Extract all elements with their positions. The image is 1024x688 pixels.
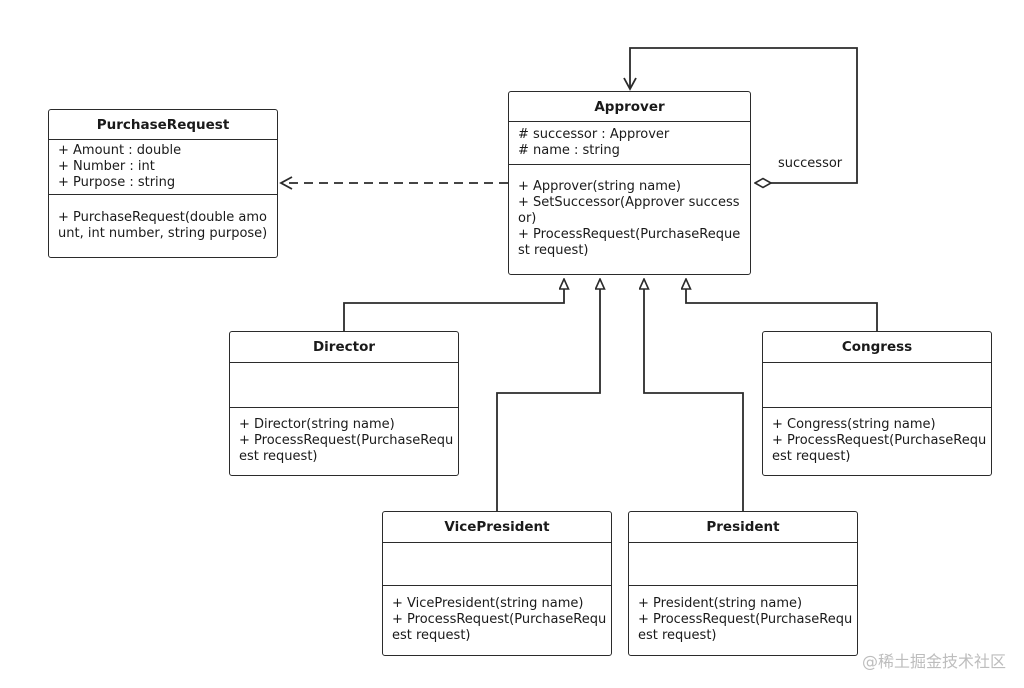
- operation: + ProcessRequest(PurchaseRequest request…: [239, 432, 454, 464]
- class-name: PurchaseRequest: [49, 110, 277, 140]
- operation: + PurchaseRequest(double amount, int num…: [58, 209, 268, 241]
- operation: + Director(string name): [239, 416, 395, 432]
- class-name: Approver: [509, 92, 750, 122]
- operation: + ProcessRequest(PurchaseRequest request…: [518, 226, 741, 258]
- operation: + Congress(string name): [772, 416, 936, 432]
- operations-section: + President(string name) + ProcessReques…: [629, 585, 857, 653]
- class-name: Director: [230, 332, 458, 363]
- class-vicepresident[interactable]: VicePresident + VicePresident(string nam…: [382, 511, 612, 656]
- operations-section: + Approver(string name) + SetSuccessor(A…: [509, 164, 750, 272]
- operation: + Approver(string name): [518, 178, 681, 194]
- attribute: + Amount : double: [58, 143, 182, 158]
- attributes-section: # successor : Approver # name : string: [509, 122, 750, 164]
- operation: + ProcessRequest(PurchaseRequest request…: [392, 611, 607, 643]
- class-name: Congress: [763, 332, 991, 363]
- successor-label: successor: [778, 156, 843, 171]
- attribute: # name : string: [518, 143, 620, 158]
- operations-section: + VicePresident(string name) + ProcessRe…: [383, 585, 611, 653]
- attributes-section: [629, 543, 857, 585]
- watermark: @稀土掘金技术社区: [861, 652, 1006, 671]
- operations-section: + Director(string name) + ProcessRequest…: [230, 407, 458, 473]
- operation: + President(string name): [638, 595, 803, 611]
- attribute: + Number : int: [58, 159, 155, 174]
- class-president[interactable]: President + President(string name) + Pro…: [628, 511, 858, 656]
- attributes-section: + Amount : double + Number : int + Purpo…: [49, 140, 277, 194]
- attribute: # successor : Approver: [518, 127, 670, 142]
- generalization-vicepresident: [496, 279, 600, 511]
- generalization-director: [343, 279, 564, 331]
- attribute: + Purpose : string: [58, 175, 176, 190]
- successor-association: [630, 47, 858, 183]
- attributes-section: [383, 543, 611, 585]
- class-name: President: [629, 512, 857, 543]
- attributes-section: [230, 363, 458, 407]
- class-congress[interactable]: Congress + Congress(string name) + Proce…: [762, 331, 992, 476]
- operation: + SetSuccessor(Approver successor): [518, 194, 740, 226]
- generalization-congress: [686, 279, 878, 331]
- operation: + VicePresident(string name): [392, 595, 584, 611]
- operations-section: + Congress(string name) + ProcessRequest…: [763, 407, 991, 473]
- class-approver[interactable]: Approver # successor : Approver # name :…: [508, 91, 751, 275]
- operation: + ProcessRequest(PurchaseRequest request…: [638, 611, 853, 643]
- class-name: VicePresident: [383, 512, 611, 543]
- generalization-president: [644, 279, 744, 511]
- class-purchaserequest[interactable]: PurchaseRequest + Amount : double + Numb…: [48, 109, 278, 258]
- operation: + ProcessRequest(PurchaseRequest request…: [772, 432, 987, 464]
- attributes-section: [763, 363, 991, 407]
- class-director[interactable]: Director + Director(string name) + Proce…: [229, 331, 459, 476]
- operations-section: + PurchaseRequest(double amount, int num…: [49, 194, 277, 256]
